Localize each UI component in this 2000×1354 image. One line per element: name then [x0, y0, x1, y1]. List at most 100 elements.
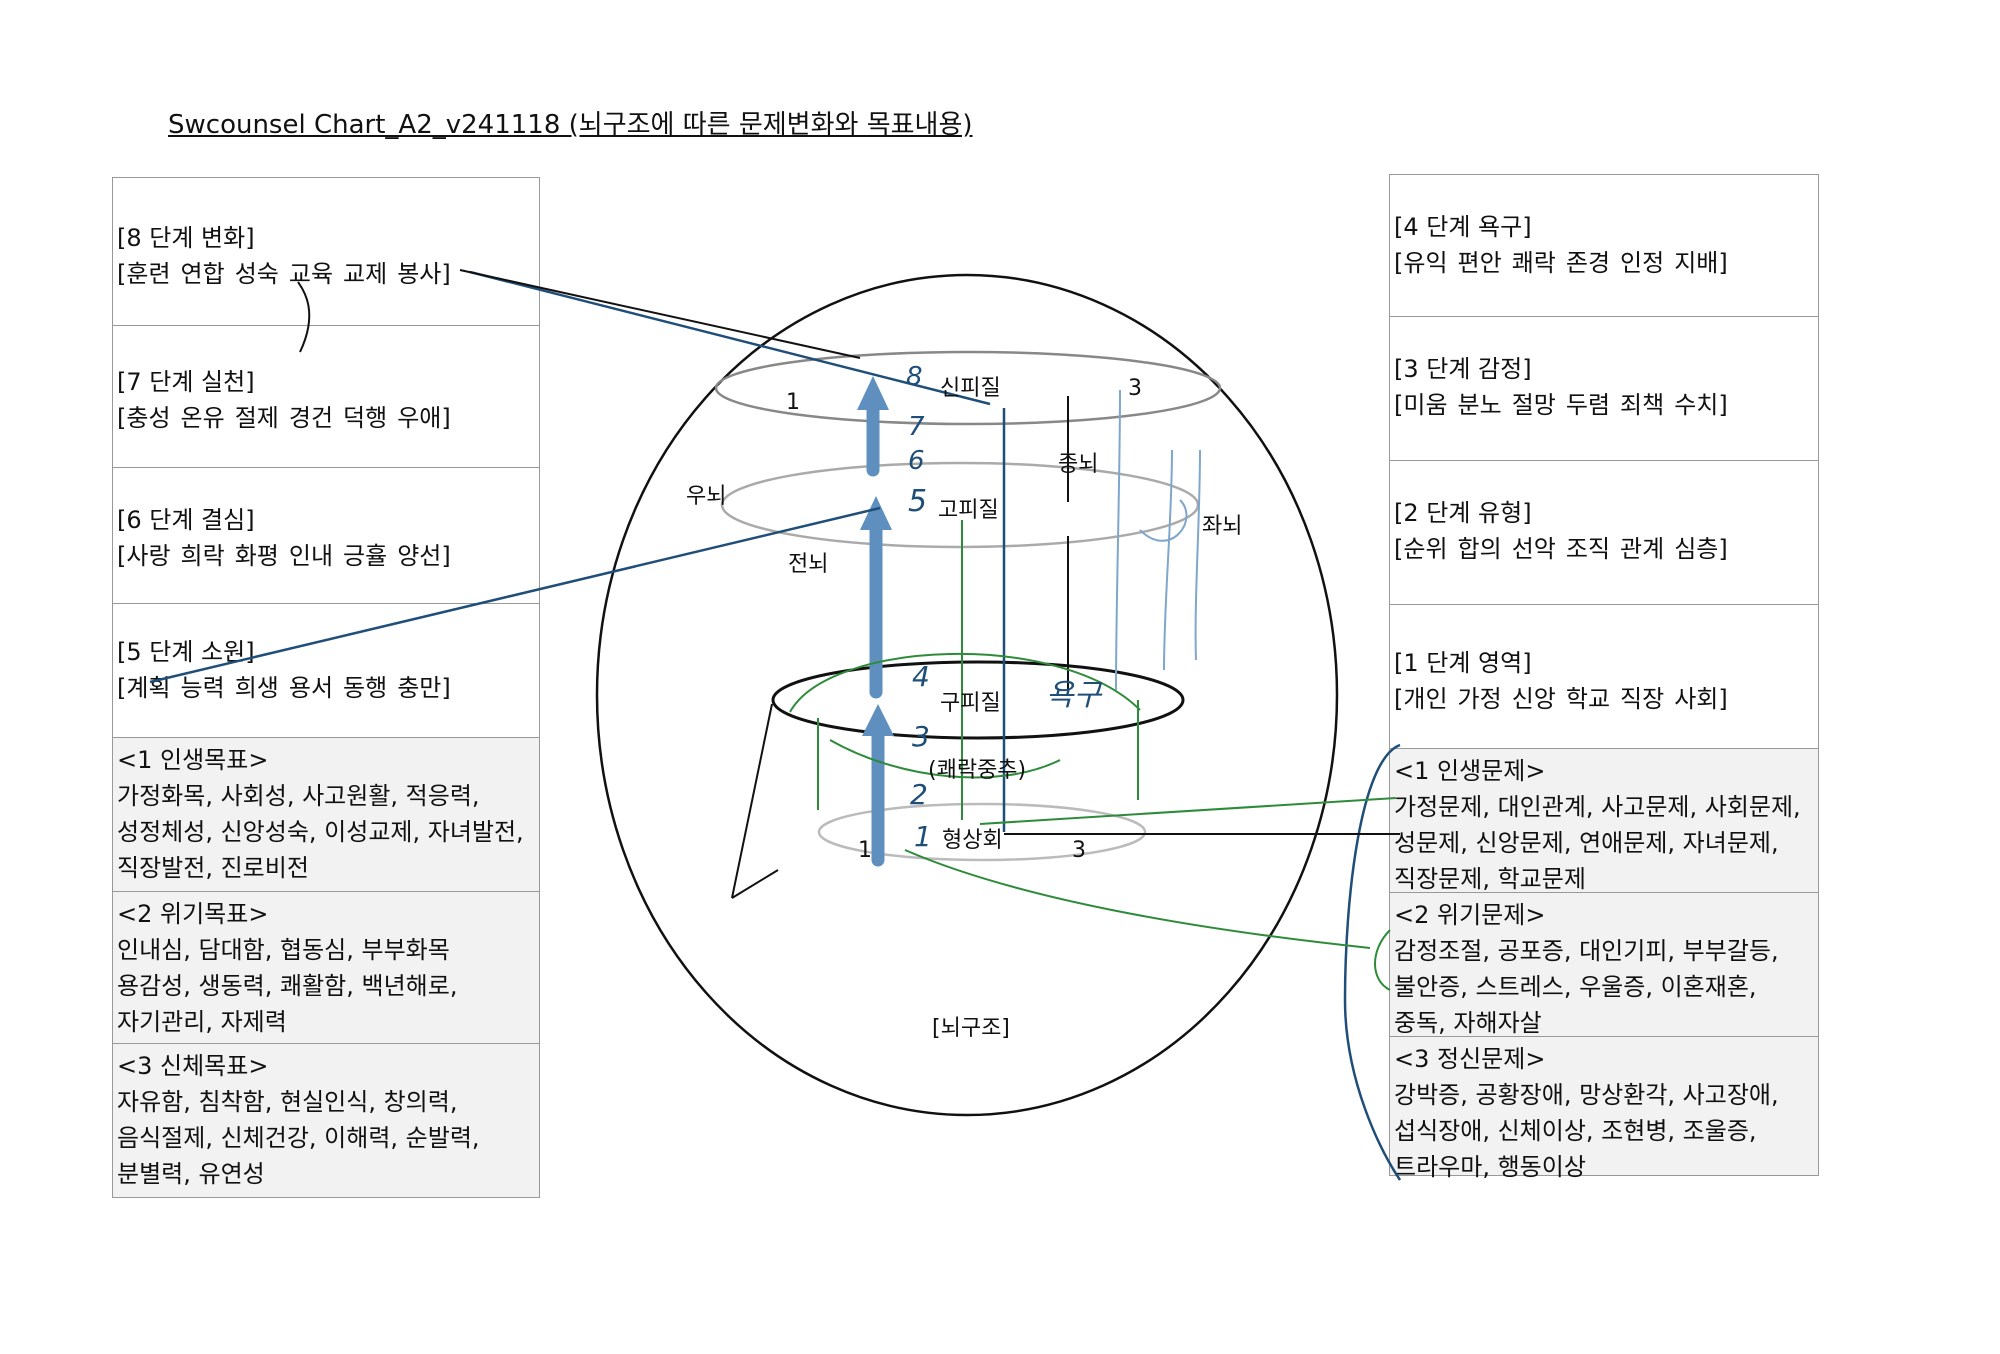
goal-line: 인내심, 담대함, 협동심, 부부화목 [117, 936, 450, 964]
stage-heading: [8 단계 변화] [117, 224, 255, 252]
problem-line: 중독, 자해자살 [1394, 1009, 1542, 1037]
goal-heading: <1 인생목표> [117, 746, 269, 774]
stage-word: 연합 [180, 260, 225, 288]
stage-word: 긍휼 [343, 542, 388, 570]
left-goal-body: <3 신체목표> 자유함, 침착함, 현실인식, 창의력, 음식절제, 신체건강… [113, 1044, 539, 1197]
stage-word: 합의 [1457, 535, 1502, 563]
stage-word: 죄책 [1620, 391, 1665, 419]
right-brain-label: 우뇌 [686, 484, 727, 509]
handwritten-stage-3: 3 [912, 720, 930, 753]
right-problem-crisis: <2 위기문제> 감정조절, 공포증, 대인기피, 부부갈등, 불안증, 스트레… [1390, 893, 1818, 1037]
stage-heading: [7 단계 실천] [117, 368, 255, 396]
goal-line: 분별력, 유연성 [117, 1160, 265, 1188]
stage-word: 선악 [1511, 535, 1556, 563]
blue-upward-arrows [857, 376, 894, 867]
pleasure-center-label: (쾌락중추) [928, 758, 1027, 783]
problem-line: 섭식장애, 신체이상, 조현병, 조울증, [1394, 1117, 1757, 1145]
stage-word: 우애] [397, 404, 451, 432]
handwritten-stage-4: 4 [912, 660, 930, 693]
handwritten-stage-5: 5 [908, 484, 928, 519]
stage-word: 수치] [1674, 391, 1728, 419]
stage-word: [유익 [1394, 249, 1448, 277]
stage-word: 희락 [180, 542, 225, 570]
stage-word: [순위 [1394, 535, 1448, 563]
stage-word: 희생 [234, 674, 279, 702]
goal-line: 직장발전, 진로비전 [117, 854, 309, 882]
stage-heading: [3 단계 감정] [1394, 355, 1532, 383]
handwritten-emotion: 욕구 [1046, 678, 1102, 713]
stage-word: 충만] [397, 674, 451, 702]
stage-word: 교제 [343, 260, 388, 288]
stage-word: 조직 [1565, 535, 1611, 563]
problem-heading: <1 인생문제> [1394, 757, 1546, 785]
problem-heading: <3 정신문제> [1394, 1045, 1546, 1073]
stage-word: [사랑 [117, 542, 171, 570]
stage-word: [개인 [1394, 685, 1448, 713]
stage-word: 교육 [288, 260, 334, 288]
stage-heading: [4 단계 욕구] [1394, 213, 1532, 241]
stage-word: 덕행 [343, 404, 388, 432]
right-problem-life: <1 인생문제> 가정문제, 대인관계, 사고문제, 사회문제, 성문제, 신앙… [1390, 749, 1818, 893]
handwritten-stage-6: 6 [908, 446, 925, 476]
problem-heading: <2 위기문제> [1394, 901, 1546, 929]
problem-line: 가정문제, 대인관계, 사고문제, 사회문제, [1394, 793, 1801, 821]
handwritten-stage-7: 7 [908, 412, 925, 442]
goal-line: 자기관리, 자제력 [117, 1008, 287, 1036]
stage-word: 두렴 [1565, 391, 1611, 419]
paleocortex-layer [720, 461, 1200, 549]
stage-word: [충성 [117, 404, 171, 432]
neocortex-layer [714, 350, 1222, 426]
stage-word: 용서 [288, 674, 334, 702]
number-1-bottom: 1 [858, 838, 872, 863]
stage-word: 학교 [1565, 685, 1611, 713]
stage-word: [미움 [1394, 391, 1448, 419]
neocortex-label: 신피질 [940, 376, 1001, 401]
problem-line: 성문제, 신앙문제, 연애문제, 자녀문제, [1394, 829, 1779, 857]
goal-line: 성정체성, 신앙성숙, 이성교제, 자녀발전, [117, 818, 524, 846]
stage-word: 관계 [1620, 535, 1665, 563]
forebrain-label: 전뇌 [788, 552, 829, 577]
stage-word: 화평 [234, 542, 279, 570]
goal-heading: <3 신체목표> [117, 1052, 269, 1080]
brain-caption: [뇌구조] [932, 1016, 1010, 1041]
stage-heading: [2 단계 유형] [1394, 499, 1532, 527]
stage-word: 경건 [288, 404, 334, 432]
hypothalamus-layer [817, 802, 1147, 862]
brain-outline [595, 273, 1339, 1117]
problem-line: 불안증, 스트레스, 우울증, 이혼재혼, [1394, 973, 1757, 1001]
stage-heading: [1 단계 영역] [1394, 649, 1532, 677]
handwritten-stage-1: 1 [914, 820, 932, 853]
hypothalamus-label: 형상회 [942, 828, 1003, 853]
number-3-top: 3 [1128, 376, 1142, 401]
stage-word: 능력 [180, 674, 225, 702]
left-goal-crisis: <2 위기목표> 인내심, 담대함, 협동심, 부부화목 용감성, 생동력, 쾌… [113, 892, 539, 1044]
green-connectors [789, 520, 1397, 991]
stage-word: 인정 [1620, 249, 1665, 277]
stage-word: 사회] [1674, 685, 1728, 713]
stage-word: 편안 [1457, 249, 1502, 277]
light-blue-sketch [1115, 389, 1201, 691]
navy-connectors [149, 270, 1402, 1181]
stage-word: [훈련 [117, 260, 171, 288]
number-3-bottom: 3 [1072, 838, 1086, 863]
stage-word: 양선] [397, 542, 451, 570]
stage-word: 온유 [180, 404, 225, 432]
stage-heading: [6 단계 결심] [117, 506, 255, 534]
handwritten-stage-8: 8 [906, 362, 923, 392]
stage-word: 신앙 [1511, 685, 1556, 713]
stage-word: 동행 [343, 674, 388, 702]
goal-line: 자유함, 침착함, 현실인식, 창의력, [117, 1088, 458, 1116]
